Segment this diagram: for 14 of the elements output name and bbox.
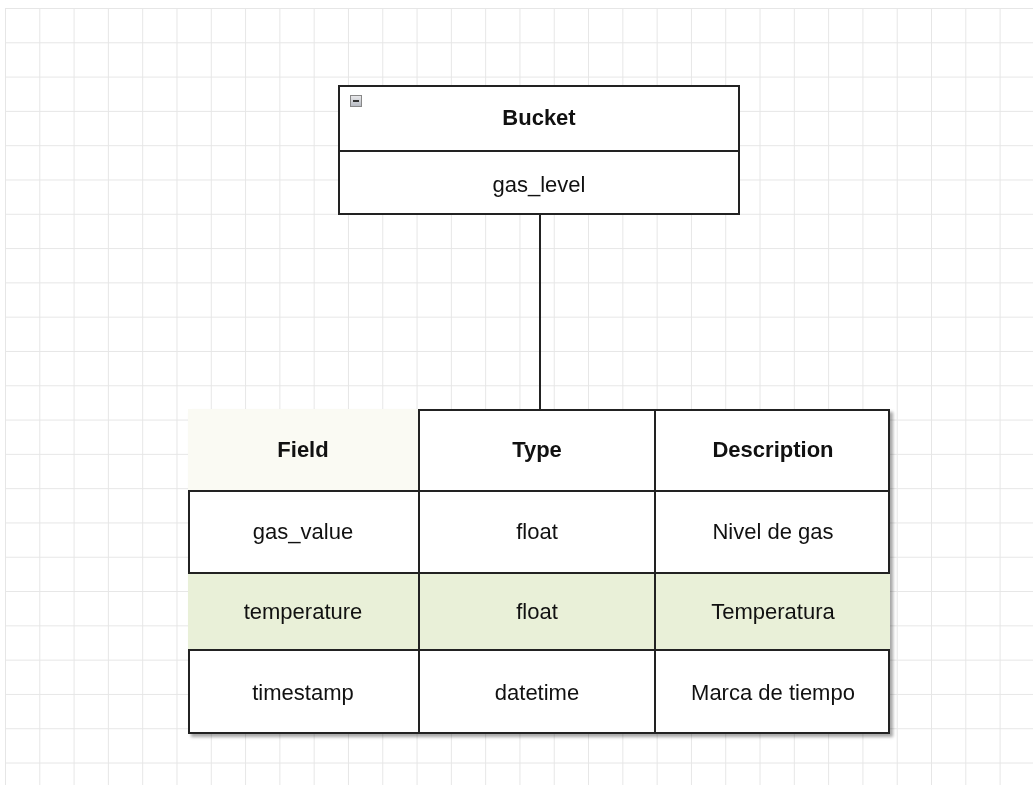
- table-cell: Temperatura: [656, 574, 890, 651]
- table-cell-text: Marca de tiempo: [690, 678, 856, 707]
- column-header: Description: [656, 409, 890, 492]
- connector-line: [539, 214, 541, 410]
- class-box: [338, 85, 740, 215]
- table-cell: datetime: [420, 651, 656, 734]
- table-cell: timestamp: [188, 651, 420, 734]
- table-cell: float: [420, 574, 656, 651]
- class-attribute: gas_level: [492, 172, 586, 198]
- table-cell: temperature: [188, 574, 420, 651]
- column-header: Type: [420, 409, 656, 492]
- table-box: [188, 409, 890, 734]
- column-header: Field: [188, 409, 420, 492]
- class-title: Bucket: [502, 105, 576, 131]
